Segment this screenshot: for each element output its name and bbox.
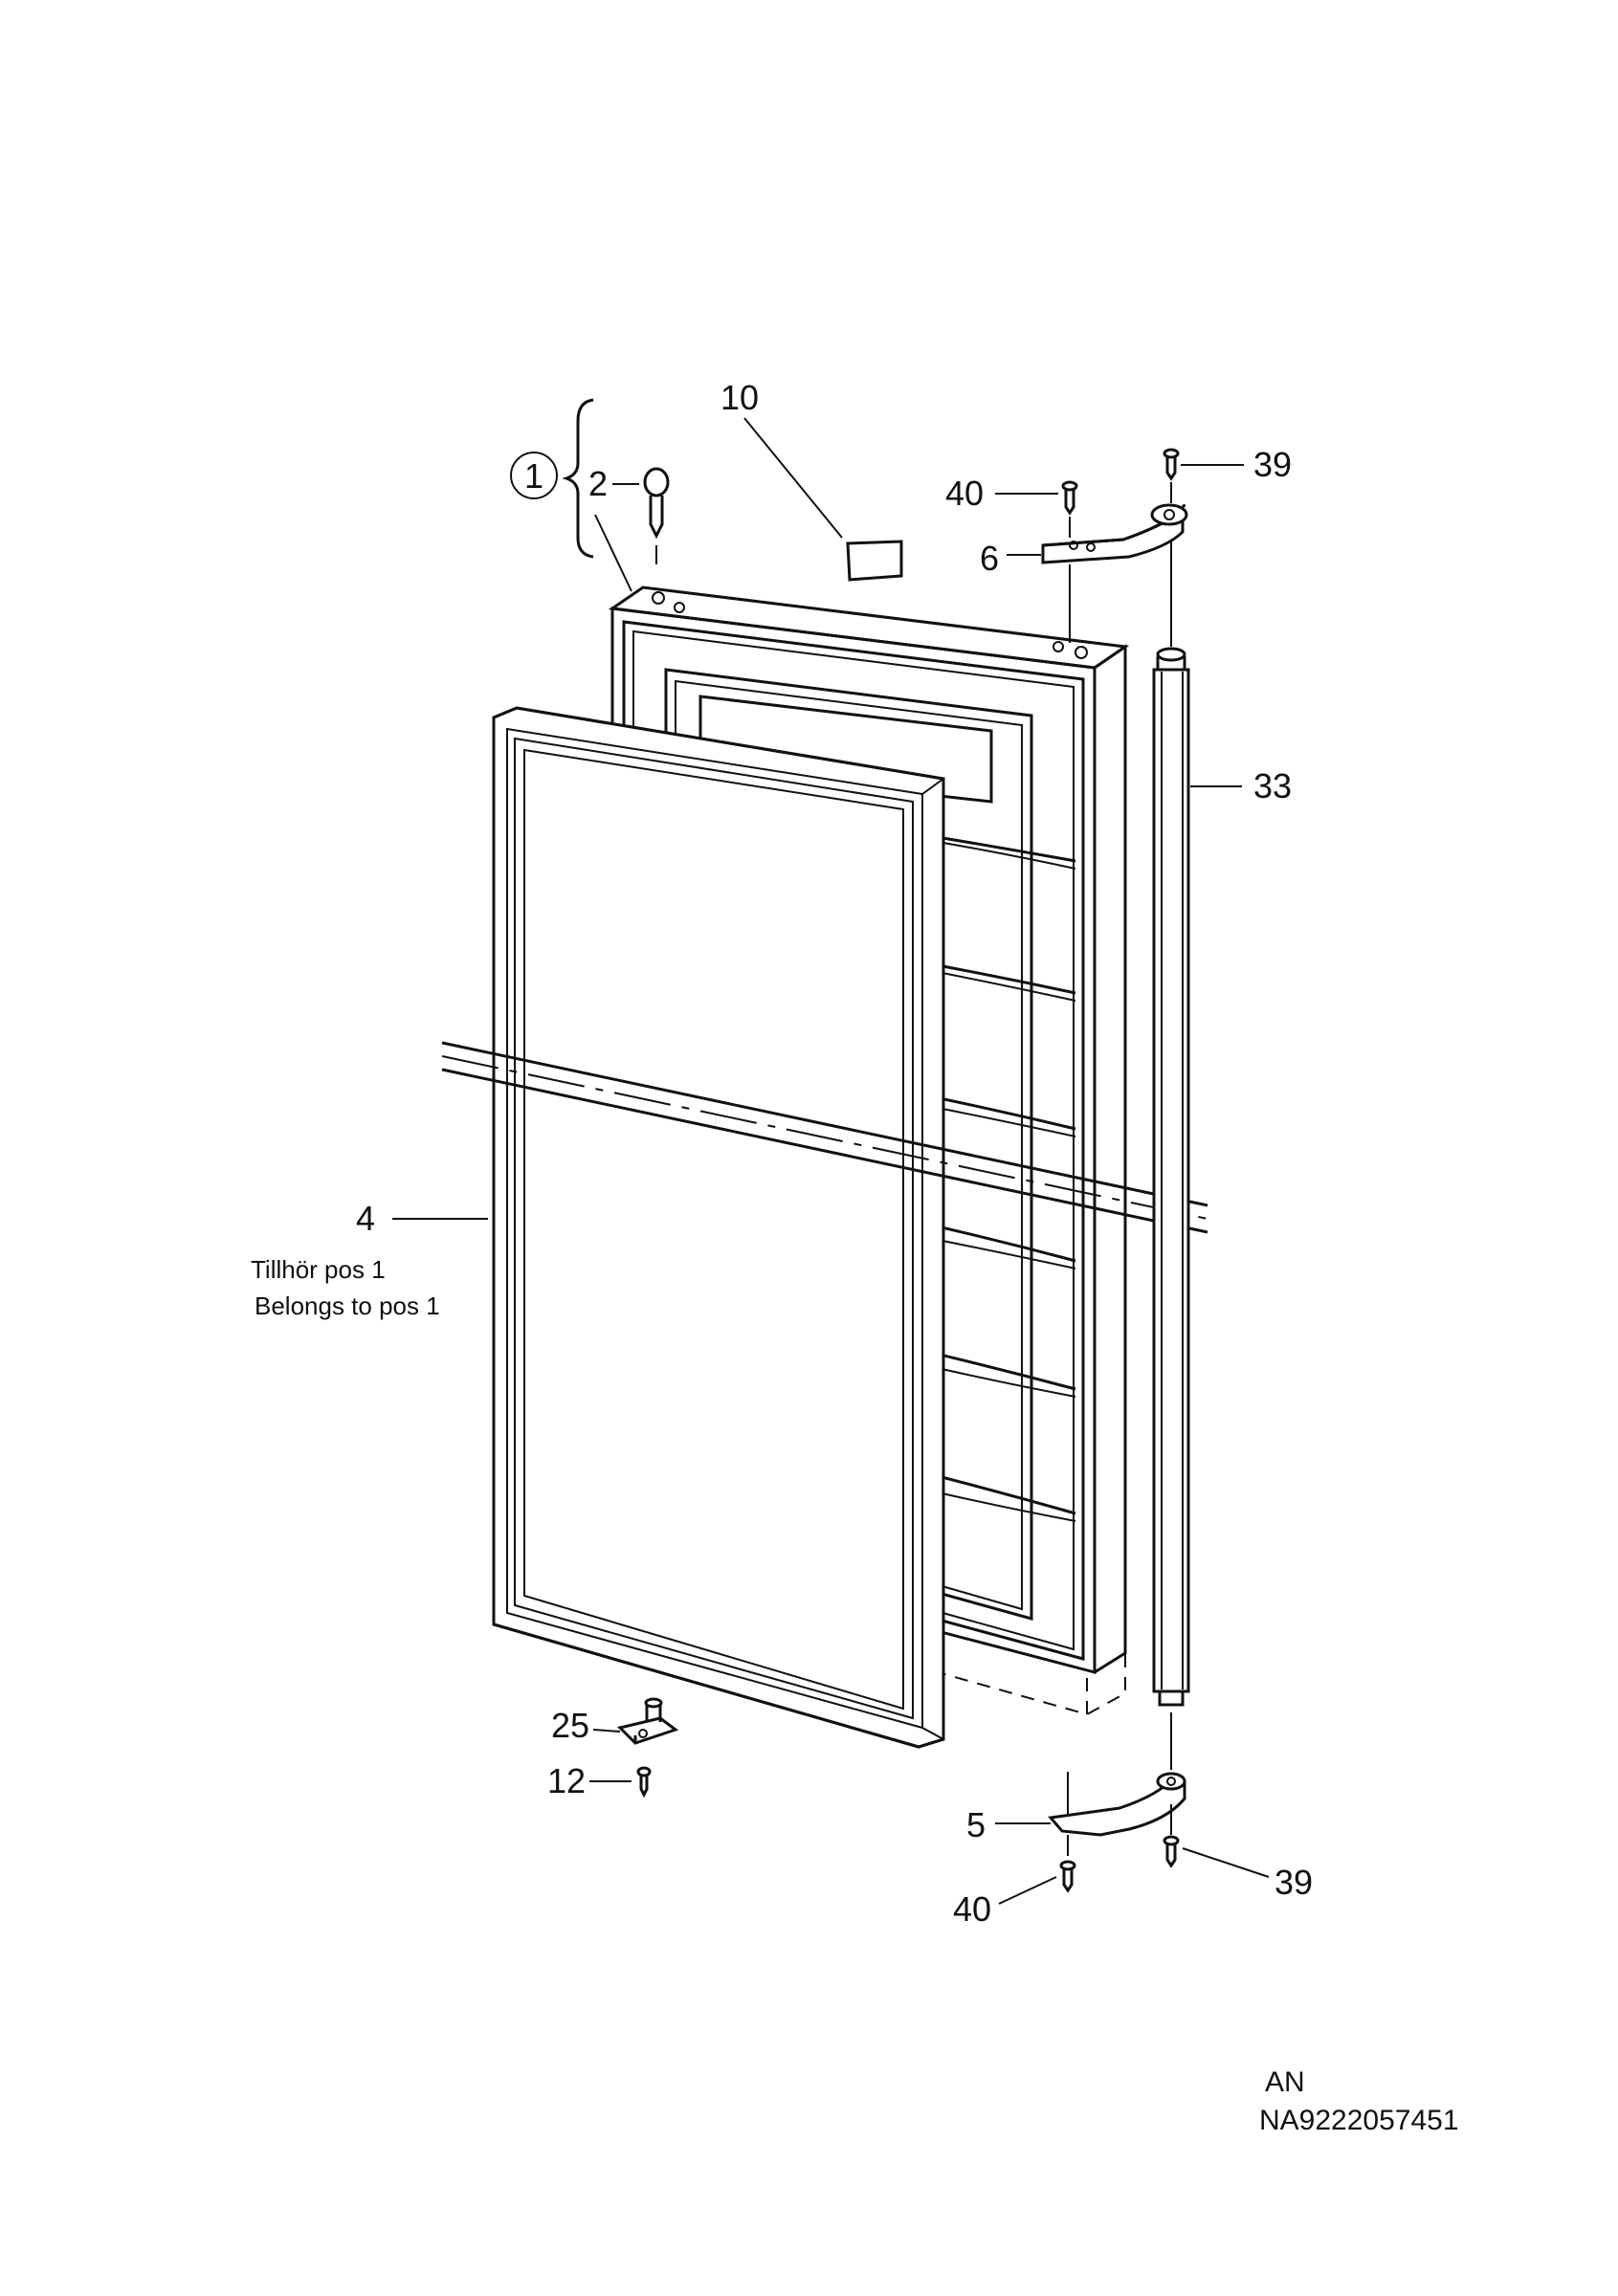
part-25-pin-bracket: 25 [551,1697,679,1745]
callout-10: 10 [720,378,759,417]
callout-40-bottom: 40 [953,1889,991,1929]
part-4-gasket: 4 Tillhör pos 1 Belongs to pos 1 [251,706,945,1749]
break-lines [441,1041,1208,1234]
note-belongs-sv: Tillhör pos 1 [251,1255,386,1284]
callout-39-top: 39 [1253,445,1292,484]
part-6-top-hinge: 6 [980,503,1188,643]
callout-6: 6 [980,539,999,578]
callout-39-bottom: 39 [1274,1863,1313,1902]
part-5-bottom-hinge: 5 [966,1772,1186,1856]
part-12-screw: 12 [547,1761,652,1800]
code-line-2: NA9222057451 [1259,2105,1459,2136]
code-line-1: AN [1265,2066,1305,2098]
callout-25: 25 [551,1706,589,1745]
part-33-hinge-rod: 33 [1152,536,1292,1770]
part-10-label: 10 [720,378,903,582]
group-bracket-1: 1 [510,398,632,592]
callout-12: 12 [547,1761,586,1800]
callout-5: 5 [966,1805,986,1844]
part-40-bottom-screw: 40 [953,1860,1076,1929]
part-39-bottom-screw: 39 [1163,1804,1313,1902]
callout-1: 1 [524,456,543,496]
part-2-plug: 2 [588,464,670,564]
note-belongs-en: Belongs to pos 1 [255,1292,440,1320]
callout-4: 4 [356,1199,375,1238]
callout-40-top: 40 [945,474,984,513]
drawing-code: AN NA9222057451 [1259,2066,1459,2136]
callout-33: 33 [1253,766,1292,806]
callout-2: 2 [588,464,608,503]
part-39-top-screw: 39 [1163,445,1292,503]
callout-circle-1 [510,452,558,499]
part-40-top-screw: 40 [945,474,1078,538]
